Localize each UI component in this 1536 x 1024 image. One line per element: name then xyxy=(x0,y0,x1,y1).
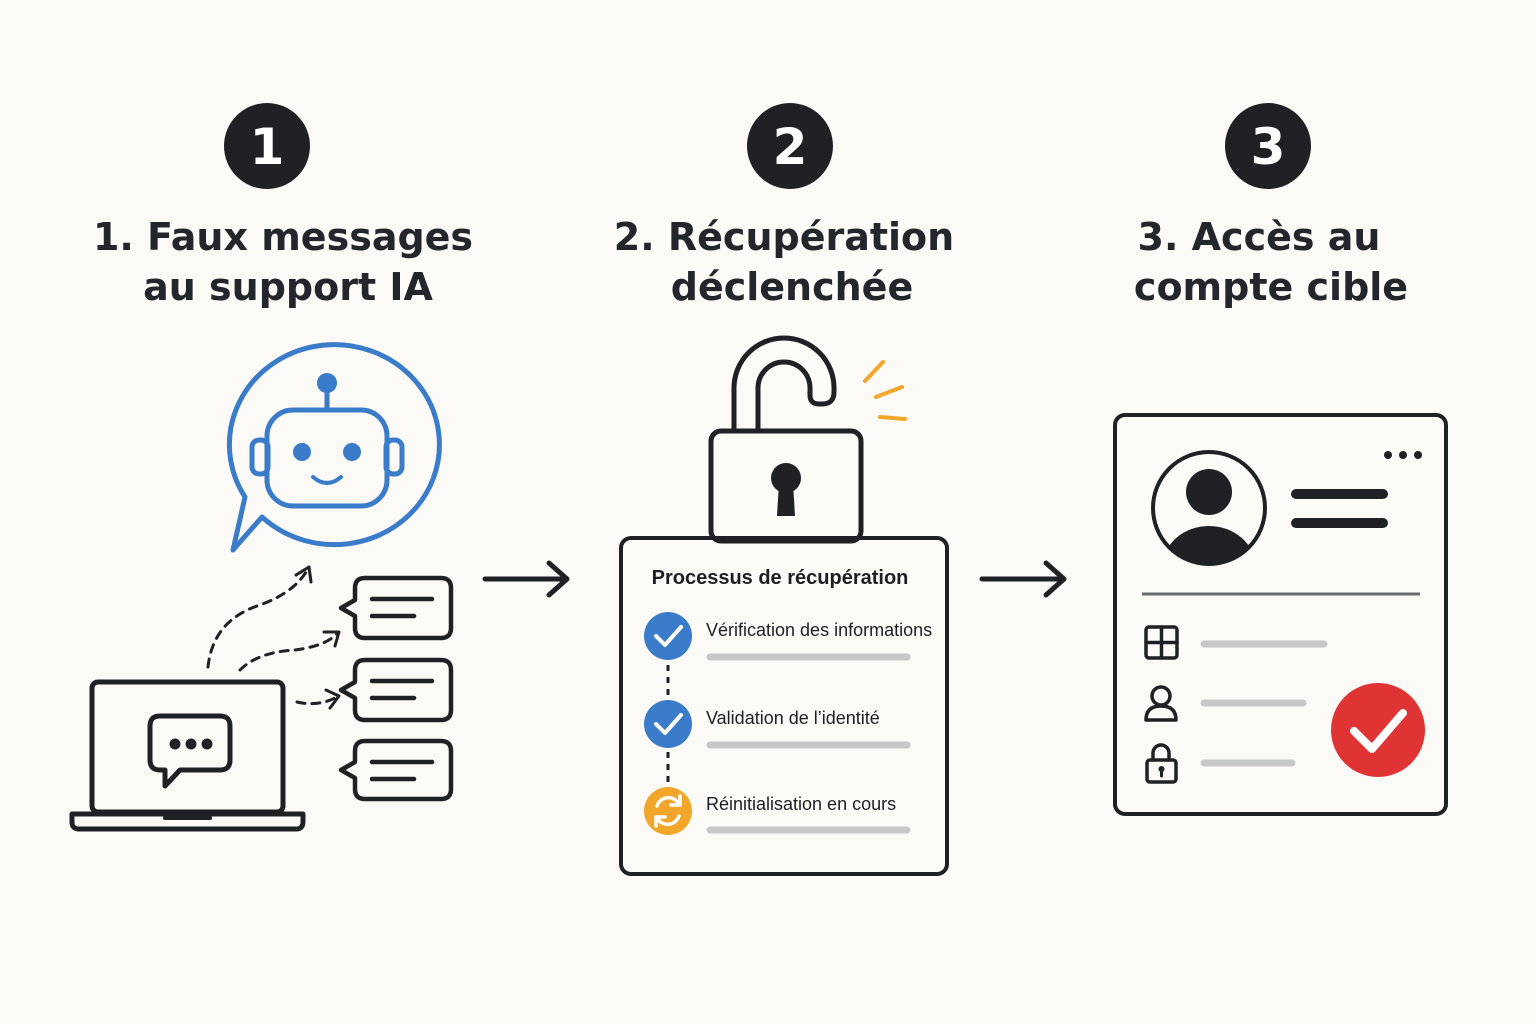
account-row xyxy=(1145,743,1296,784)
user-icon xyxy=(1144,685,1178,722)
check-icon xyxy=(644,612,692,660)
recovery-item: Validation de l’identité xyxy=(644,700,911,749)
step-2-badge: 2 xyxy=(747,103,833,189)
step-1-title-line1: 1. Faux messages xyxy=(93,215,473,259)
recovery-item-label: Vérification des informations xyxy=(706,620,932,640)
arrow-right-icon xyxy=(979,560,1067,598)
recovery-process-card: Processus de récupération Vérification d… xyxy=(619,536,949,876)
open-padlock-icon xyxy=(708,335,907,544)
recovery-card-title: Processus de récupération xyxy=(652,567,909,589)
lock-icon xyxy=(1145,743,1178,784)
account-row xyxy=(1144,685,1307,722)
step-2-title-line1: 2. Récupération xyxy=(614,215,954,259)
check-icon xyxy=(644,700,692,748)
success-check-icon xyxy=(1331,683,1425,777)
more-options-icon xyxy=(1384,451,1422,459)
account-card xyxy=(1113,413,1448,816)
laptop-chat-icon xyxy=(69,679,306,832)
dashed-arrows xyxy=(206,565,341,710)
recovery-item: Vérification des informations xyxy=(644,612,932,661)
step-2-number: 2 xyxy=(773,118,808,176)
avatar-icon xyxy=(1151,450,1267,566)
grid-icon xyxy=(1144,625,1179,660)
step-1-badge: 1 xyxy=(224,103,310,189)
step-1-number: 1 xyxy=(250,118,285,176)
step-3-title-line1: 3. Accès au xyxy=(1138,215,1381,259)
step-1-title-line2: au support IA xyxy=(143,265,433,309)
account-row xyxy=(1144,625,1328,660)
arrow-right-icon xyxy=(482,560,570,598)
message-bubble-icon xyxy=(338,657,454,723)
message-bubble-icon xyxy=(338,738,454,802)
step-3-title-line2: compte cible xyxy=(1134,265,1408,309)
recovery-item-label: Réinitialisation en cours xyxy=(706,794,896,814)
refresh-icon xyxy=(644,787,692,835)
step-3-badge: 3 xyxy=(1225,103,1311,189)
step-3-number: 3 xyxy=(1251,118,1286,176)
message-bubble-icon xyxy=(338,575,454,641)
recovery-item-label: Validation de l’identité xyxy=(706,708,880,728)
robot-chat-bubble-icon xyxy=(226,342,442,553)
step-2-title-line2: déclenchée xyxy=(671,265,913,309)
recovery-item: Réinitialisation en cours xyxy=(644,787,911,835)
